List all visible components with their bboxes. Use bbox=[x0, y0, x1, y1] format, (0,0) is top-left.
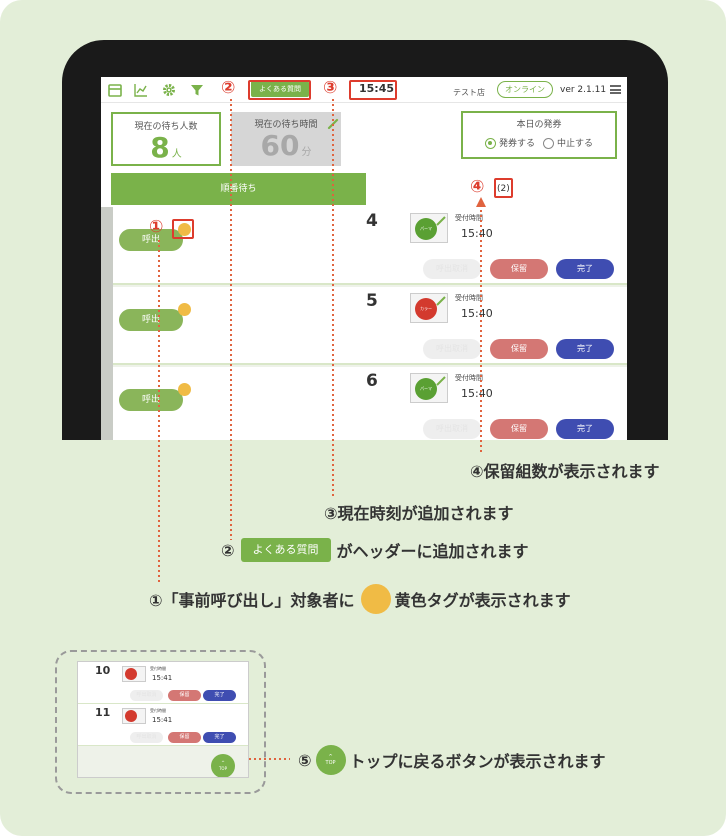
hold-button[interactable]: 保留 bbox=[168, 690, 201, 701]
online-status-badge: オンライン bbox=[497, 81, 553, 98]
daily-ticketing-title: 本日の発券 bbox=[516, 120, 562, 130]
reception-time: 15:40 bbox=[461, 307, 493, 320]
menu-thumbnail: パーマ bbox=[410, 213, 448, 243]
callout-box-tag bbox=[172, 219, 194, 239]
callout-number: ① bbox=[149, 217, 164, 237]
leader-arrowhead bbox=[476, 197, 486, 207]
menu-thumbnail bbox=[122, 708, 146, 724]
callout-number: ③ bbox=[323, 78, 338, 98]
list-item: 11 受付時間 15:41 呼出取消 保留 完了 bbox=[78, 704, 248, 746]
ticketing-on-radio[interactable]: 発券する bbox=[484, 136, 535, 149]
annotation-hold-count: ④保留組数が表示されます bbox=[470, 462, 660, 481]
call-button[interactable]: 呼出 bbox=[119, 229, 183, 251]
menu-thumbnail: カラー bbox=[410, 293, 448, 323]
done-button[interactable]: 完了 bbox=[556, 419, 614, 439]
waiting-count-unit: 人 bbox=[171, 149, 182, 160]
inset-frame bbox=[55, 650, 266, 794]
edit-pencil-icon bbox=[436, 216, 446, 226]
annotation-current-time: ③現在時刻が追加されます bbox=[324, 504, 514, 523]
waiting-count-value: 8 bbox=[150, 131, 170, 164]
ticket-number: 4 bbox=[366, 211, 378, 231]
callout-number: ④ bbox=[470, 177, 485, 197]
cancel-call-button[interactable]: 呼出取消 bbox=[423, 259, 481, 279]
version-label: ver 2.1.11 bbox=[560, 85, 607, 95]
callout-box-faq bbox=[248, 80, 311, 100]
reception-time: 15:40 bbox=[461, 227, 493, 240]
back-to-top-button[interactable]: ^TOP bbox=[211, 754, 235, 777]
edit-pencil-icon bbox=[436, 376, 446, 386]
list-side-bar bbox=[101, 207, 113, 440]
ticket-number: 6 bbox=[366, 371, 378, 391]
done-button[interactable]: 完了 bbox=[203, 690, 236, 701]
done-button[interactable]: 完了 bbox=[203, 732, 236, 743]
hold-count[interactable]: (2) bbox=[497, 184, 510, 194]
faq-chip-sample: よくある質問 bbox=[240, 538, 331, 562]
ticketing-off-radio[interactable]: 中止する bbox=[543, 136, 593, 149]
gear-icon[interactable] bbox=[161, 82, 177, 98]
cancel-call-button[interactable]: 呼出取消 bbox=[130, 690, 163, 701]
tab-waiting[interactable]: 順番待ち bbox=[111, 173, 366, 205]
waiting-time-value: 60 bbox=[260, 129, 300, 162]
pre-call-tag bbox=[178, 223, 191, 236]
done-button[interactable]: 完了 bbox=[556, 259, 614, 279]
edit-pencil-icon bbox=[436, 296, 446, 306]
cancel-call-button[interactable]: 呼出取消 bbox=[423, 419, 481, 439]
filter-icon[interactable] bbox=[189, 82, 205, 98]
call-button[interactable]: 呼出 bbox=[119, 389, 183, 411]
queue-row: 呼出 5 カラー 受付時間 15:40 呼出取消 保留 完了 bbox=[113, 287, 627, 365]
pre-call-tag bbox=[178, 303, 191, 316]
queue-row: 呼出 6 パーマ 受付時間 15:40 呼出取消 保留 完了 bbox=[113, 367, 627, 440]
yellow-tag-sample bbox=[360, 584, 391, 614]
pre-call-tag bbox=[178, 383, 191, 396]
store-name: テスト店 bbox=[453, 88, 485, 97]
menu-icon[interactable] bbox=[610, 85, 621, 94]
done-button[interactable]: 完了 bbox=[556, 339, 614, 359]
current-time: 15:45 bbox=[359, 82, 395, 95]
reception-time: 15:40 bbox=[461, 387, 493, 400]
chart-icon[interactable] bbox=[133, 82, 149, 98]
menu-thumbnail: パーマ bbox=[410, 373, 448, 403]
annotation-faq: ② よくある質問 がヘッダーに追加されます bbox=[221, 538, 529, 562]
faq-button[interactable]: よくある質問 bbox=[251, 81, 309, 97]
hold-button[interactable]: 保留 bbox=[490, 259, 548, 279]
queue-row: 呼出 4 パーマ 受付時間 15:40 呼出取消 保留 完了 bbox=[113, 207, 627, 285]
annotation-yellow-tag: ①「事前呼び出し」対象者に 黄色タグが表示されます bbox=[149, 584, 571, 614]
hold-button[interactable]: 保留 bbox=[168, 732, 201, 743]
callout-box-hold bbox=[494, 178, 513, 198]
list-item: 10 受付時間 15:41 呼出取消 保留 完了 bbox=[78, 662, 248, 704]
waiting-time-unit: 分 bbox=[301, 147, 312, 158]
waiting-time-label: 現在の待ち時間 bbox=[254, 120, 318, 130]
hold-button[interactable]: 保留 bbox=[490, 339, 548, 359]
top-button-sample: ^TOP bbox=[315, 745, 346, 775]
reception-label: 受付時間 bbox=[455, 294, 483, 302]
app-screen: よくある質問 15:45 テスト店 オンライン ver 2.1.11 現在の待ち… bbox=[101, 77, 627, 440]
calendar-icon[interactable] bbox=[107, 82, 123, 98]
cancel-call-button[interactable]: 呼出取消 bbox=[423, 339, 481, 359]
annotation-top-button: ⑤ ^TOP トップに戻るボタンが表示されます bbox=[298, 745, 606, 775]
cancel-call-button[interactable]: 呼出取消 bbox=[130, 732, 163, 743]
hold-button[interactable]: 保留 bbox=[490, 419, 548, 439]
call-button[interactable]: 呼出 bbox=[119, 309, 183, 331]
callout-number: ② bbox=[221, 78, 236, 98]
menu-thumbnail bbox=[122, 666, 146, 682]
reception-label: 受付時間 bbox=[455, 374, 483, 382]
ticket-number: 5 bbox=[366, 291, 378, 311]
reception-label: 受付時間 bbox=[455, 214, 483, 222]
daily-ticketing-card: 本日の発券 発券する 中止する bbox=[461, 111, 617, 159]
inset-screen: 10 受付時間 15:41 呼出取消 保留 完了 11 受付時間 15:41 呼… bbox=[77, 661, 249, 778]
waiting-count-label: 現在の待ち人数 bbox=[134, 122, 198, 132]
callout-box-time bbox=[349, 80, 397, 100]
